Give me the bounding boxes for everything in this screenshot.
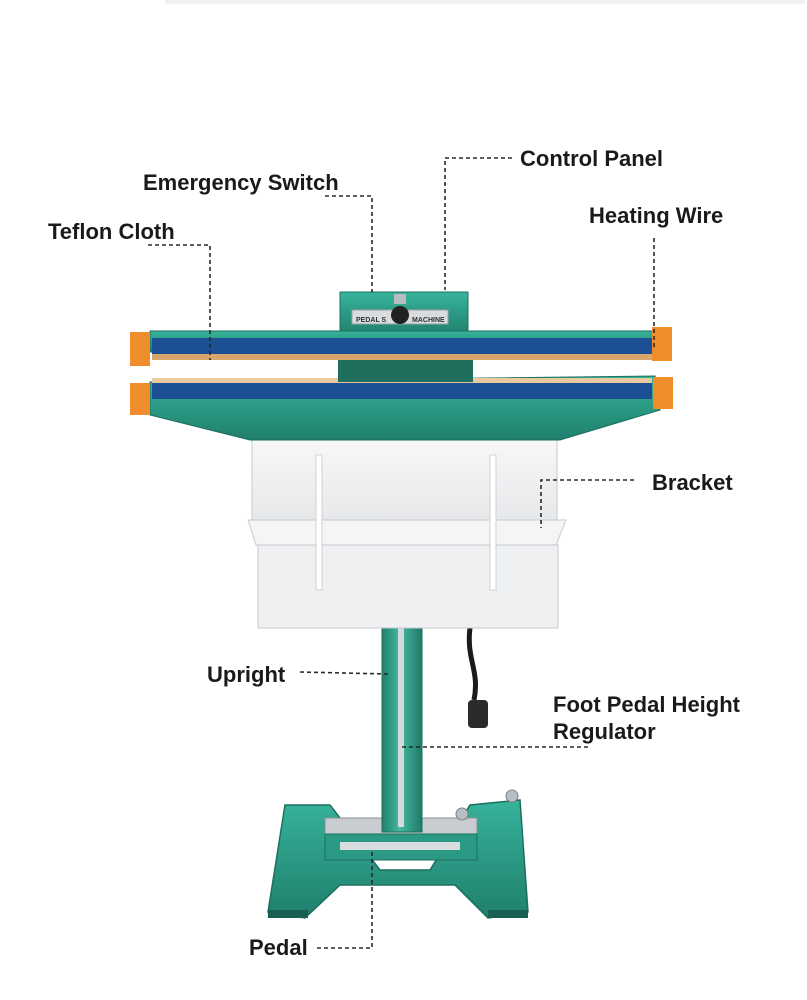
label-upright: Upright: [207, 662, 286, 687]
leader-control-panel: [444, 157, 512, 290]
leader-pedal: [317, 850, 373, 949]
leader-emergency-switch: [325, 195, 373, 292]
label-foot-pedal-line1: Foot Pedal Height: [553, 692, 740, 717]
power-cable: [466, 627, 488, 728]
bracket: [247, 411, 567, 629]
label-foot-pedal-line2: Regulator: [553, 719, 656, 744]
label-emergency-switch: Emergency Switch: [143, 170, 339, 195]
top-edge: [165, 0, 805, 4]
panel-text-left: PEDAL S: [356, 317, 387, 324]
leader-upright: [299, 671, 389, 675]
upper-jaw: [130, 327, 672, 366]
upright-pole: [381, 621, 423, 833]
label-heating-wire: Heating Wire: [589, 203, 724, 228]
label-bracket: Bracket: [652, 470, 733, 495]
leader-lines: [148, 157, 655, 949]
label-pedal: Pedal: [249, 935, 308, 960]
emergency-switch-knob: [391, 294, 409, 324]
leader-bracket: [540, 479, 634, 528]
label-teflon-cloth: Teflon Cloth: [48, 219, 175, 244]
label-control-panel: Control Panel: [520, 146, 664, 171]
panel-text-right: MACHINE: [412, 317, 445, 324]
lower-jaw: [130, 375, 673, 441]
